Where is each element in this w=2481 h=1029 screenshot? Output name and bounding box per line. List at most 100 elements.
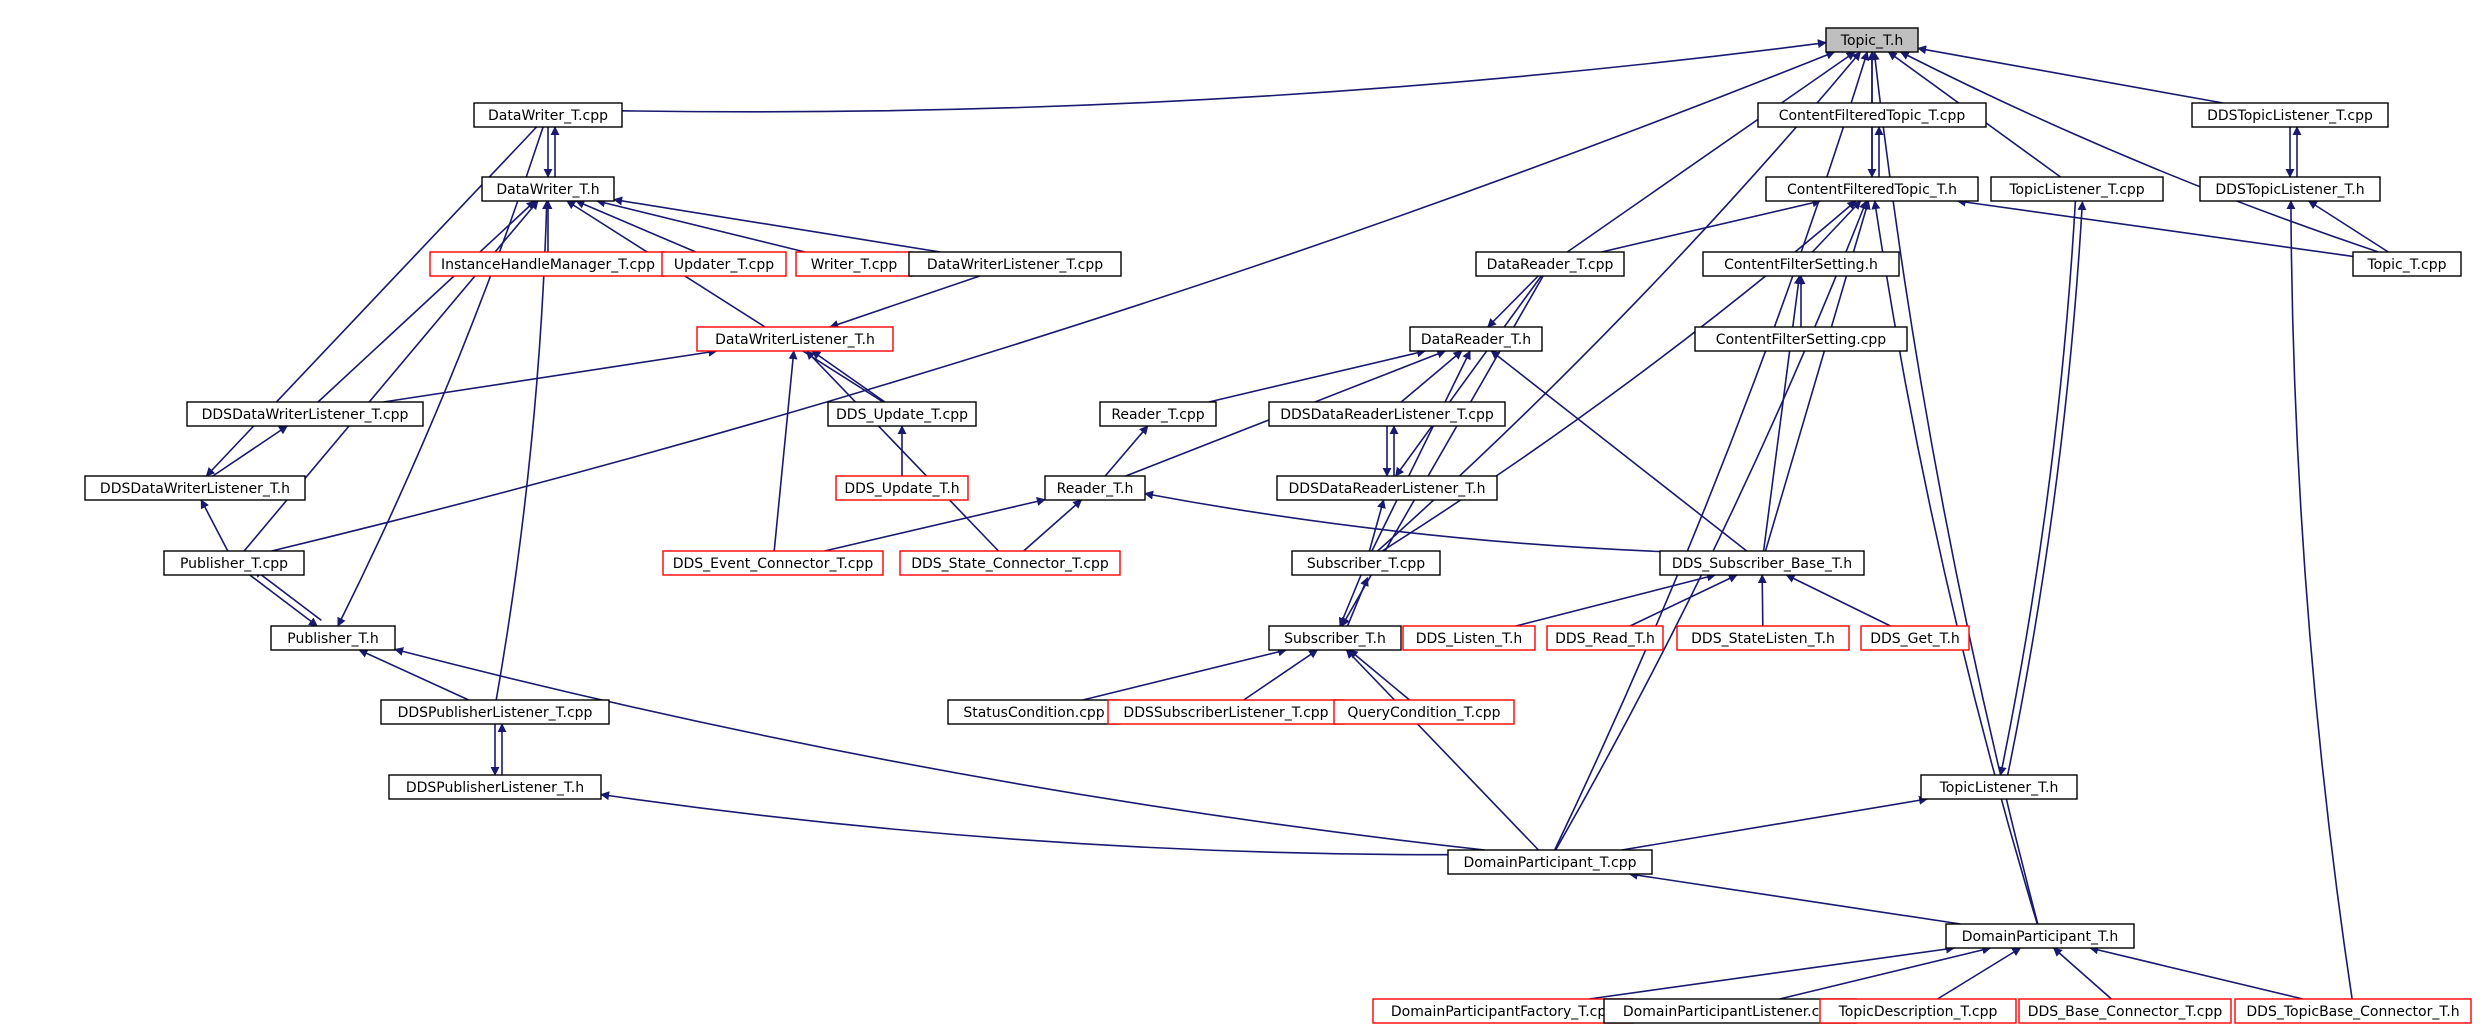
node-box-querycondition_t_cpp[interactable] [1333,699,1515,725]
node-box-datawriter_t_h[interactable] [481,176,615,202]
node-statuscondition_cpp[interactable]: StatusCondition.cpp [947,699,1121,725]
node-box-dwlistener_t_cpp[interactable] [908,251,1122,277]
node-cfsetting_cpp[interactable]: ContentFilterSetting.cpp [1694,326,1908,352]
node-box-ddspublistener_t_h[interactable] [388,774,602,800]
node-box-dds_update_t_cpp[interactable] [827,401,977,427]
node-dds_event_connector_t_cpp[interactable]: DDS_Event_Connector_T.cpp [662,550,884,576]
node-box-dds_base_connector_t_cpp[interactable] [2018,998,2232,1024]
node-ddssublistener_t_cpp[interactable]: DDSSubscriberListener_T.cpp [1107,699,1345,725]
node-dwlistener_t_h[interactable]: DataWriterListener_T.h [696,326,894,352]
node-ddstopiclistener_t_h[interactable]: DDSTopicListener_T.h [2199,176,2381,202]
node-ddspublistener_t_h[interactable]: DDSPublisherListener_T.h [388,774,602,800]
node-box-dds_state_connector_t_cpp[interactable] [899,550,1121,576]
node-box-topic_t_h[interactable] [1825,27,1919,53]
node-box-dds_topicbase_connector_t_h[interactable] [2234,998,2472,1024]
node-box-domainparticipant_t_cpp[interactable] [1447,849,1653,875]
node-box-dds_statelisten_t_h[interactable] [1676,625,1850,651]
node-datawriter_t_h[interactable]: DataWriter_T.h [481,176,615,202]
node-box-publisher_t_h[interactable] [270,625,396,651]
node-box-topicdescription_t_cpp[interactable] [1819,998,2017,1024]
node-ddsdwlistener_t_cpp[interactable]: DDSDataWriterListener_T.cpp [186,401,424,427]
node-writer_t_cpp[interactable]: Writer_T.cpp [795,251,913,277]
node-updater_t_cpp[interactable]: Updater_T.cpp [661,251,787,277]
node-box-dds_subscriber_base_t_h[interactable] [1659,550,1865,576]
node-subscriber_t_cpp[interactable]: Subscriber_T.cpp [1291,550,1441,576]
node-box-dds_read_t_h[interactable] [1546,625,1664,651]
node-box-ddstopiclistener_t_cpp[interactable] [2191,102,2389,128]
node-cft_t_h[interactable]: ContentFilteredTopic_T.h [1765,176,1979,202]
node-datareader_t_h[interactable]: DataReader_T.h [1409,326,1543,352]
node-box-ihm_t_cpp[interactable] [429,251,667,277]
node-box-publisher_t_cpp[interactable] [163,550,305,576]
node-box-ddsdwlistener_t_h[interactable] [84,475,306,501]
node-box-dds_update_t_h[interactable] [835,475,969,501]
node-box-dds_listen_t_h[interactable] [1402,625,1536,651]
node-dds_statelisten_t_h[interactable]: DDS_StateListen_T.h [1676,625,1850,651]
node-box-cfsetting_h[interactable] [1702,251,1900,277]
node-publisher_t_h[interactable]: Publisher_T.h [270,625,396,651]
node-box-dds_get_t_h[interactable] [1860,625,1970,651]
node-box-topiclistener_t_h[interactable] [1920,774,2078,800]
node-datareader_t_cpp[interactable]: DataReader_T.cpp [1475,251,1625,277]
node-domainparticipant_t_cpp[interactable]: DomainParticipant_T.cpp [1447,849,1653,875]
node-querycondition_t_cpp[interactable]: QueryCondition_T.cpp [1333,699,1515,725]
node-reader_t_h[interactable]: Reader_T.h [1044,475,1146,501]
node-box-domainparticipant_t_h[interactable] [1945,923,2135,949]
node-dplistener_cpp[interactable]: DomainParticipantListener.cpp [1603,998,1857,1024]
node-ddsdrlistener_t_h[interactable]: DDSDataReaderListener_T.h [1276,475,1498,501]
node-cft_t_cpp[interactable]: ContentFilteredTopic_T.cpp [1757,102,1987,128]
node-box-ddspublistener_t_cpp[interactable] [380,699,610,725]
node-box-ddsdrlistener_t_cpp[interactable] [1268,401,1506,427]
node-ddsdwlistener_t_h[interactable]: DDSDataWriterListener_T.h [84,475,306,501]
node-dds_subscriber_base_t_h[interactable]: DDS_Subscriber_Base_T.h [1659,550,1865,576]
node-publisher_t_cpp[interactable]: Publisher_T.cpp [163,550,305,576]
node-dds_update_t_h[interactable]: DDS_Update_T.h [835,475,969,501]
node-box-topic_t_cpp[interactable] [2352,251,2462,277]
node-dwlistener_t_cpp[interactable]: DataWriterListener_T.cpp [908,251,1122,277]
node-topic_t_h[interactable]: Topic_T.h [1825,27,1919,53]
node-box-updater_t_cpp[interactable] [661,251,787,277]
node-cfsetting_h[interactable]: ContentFilterSetting.h [1702,251,1900,277]
node-ddsdrlistener_t_cpp[interactable]: DDSDataReaderListener_T.cpp [1268,401,1506,427]
node-box-topiclistener_t_cpp[interactable] [1990,176,2164,202]
node-domainparticipant_t_h[interactable]: DomainParticipant_T.h [1945,923,2135,949]
node-label-dpfactory_t_cpp: DomainParticipantFactory_T.cpp [1391,1004,1615,1020]
node-ddstopiclistener_t_cpp[interactable]: DDSTopicListener_T.cpp [2191,102,2389,128]
node-reader_t_cpp[interactable]: Reader_T.cpp [1099,401,1217,427]
node-box-dpfactory_t_cpp[interactable] [1372,998,1634,1024]
node-topicdescription_t_cpp[interactable]: TopicDescription_T.cpp [1819,998,2017,1024]
node-topic_t_cpp[interactable]: Topic_T.cpp [2352,251,2462,277]
node-box-ddsdwlistener_t_cpp[interactable] [186,401,424,427]
node-box-subscriber_t_h[interactable] [1268,625,1402,651]
edge-updater_t_cpp-to-datawriter_t_h [575,200,697,253]
node-ddspublistener_t_cpp[interactable]: DDSPublisherListener_T.cpp [380,699,610,725]
node-box-datareader_t_h[interactable] [1409,326,1543,352]
node-subscriber_t_h[interactable]: Subscriber_T.h [1268,625,1402,651]
node-dds_state_connector_t_cpp[interactable]: DDS_State_Connector_T.cpp [899,550,1121,576]
node-box-dds_event_connector_t_cpp[interactable] [662,550,884,576]
node-box-cft_t_h[interactable] [1765,176,1979,202]
node-box-datareader_t_cpp[interactable] [1475,251,1625,277]
node-box-ddsdrlistener_t_h[interactable] [1276,475,1498,501]
node-dds_update_t_cpp[interactable]: DDS_Update_T.cpp [827,401,977,427]
node-box-statuscondition_cpp[interactable] [947,699,1121,725]
node-dds_base_connector_t_cpp[interactable]: DDS_Base_Connector_T.cpp [2018,998,2232,1024]
node-topiclistener_t_h[interactable]: TopicListener_T.h [1920,774,2078,800]
node-datawriter_t_cpp[interactable]: DataWriter_T.cpp [473,102,623,128]
node-dds_read_t_h[interactable]: DDS_Read_T.h [1546,625,1664,651]
node-box-subscriber_t_cpp[interactable] [1291,550,1441,576]
node-box-reader_t_h[interactable] [1044,475,1146,501]
node-topiclistener_t_cpp[interactable]: TopicListener_T.cpp [1990,176,2164,202]
node-box-reader_t_cpp[interactable] [1099,401,1217,427]
node-box-dwlistener_t_h[interactable] [696,326,894,352]
node-ihm_t_cpp[interactable]: InstanceHandleManager_T.cpp [429,251,667,277]
node-dds_topicbase_connector_t_h[interactable]: DDS_TopicBase_Connector_T.h [2234,998,2472,1024]
node-box-ddssublistener_t_cpp[interactable] [1107,699,1345,725]
node-box-cft_t_cpp[interactable] [1757,102,1987,128]
node-box-ddstopiclistener_t_h[interactable] [2199,176,2381,202]
node-dds_listen_t_h[interactable]: DDS_Listen_T.h [1402,625,1536,651]
node-dds_get_t_h[interactable]: DDS_Get_T.h [1860,625,1970,651]
node-dpfactory_t_cpp[interactable]: DomainParticipantFactory_T.cpp [1372,998,1634,1024]
node-box-cfsetting_cpp[interactable] [1694,326,1908,352]
node-box-datawriter_t_cpp[interactable] [473,102,623,128]
